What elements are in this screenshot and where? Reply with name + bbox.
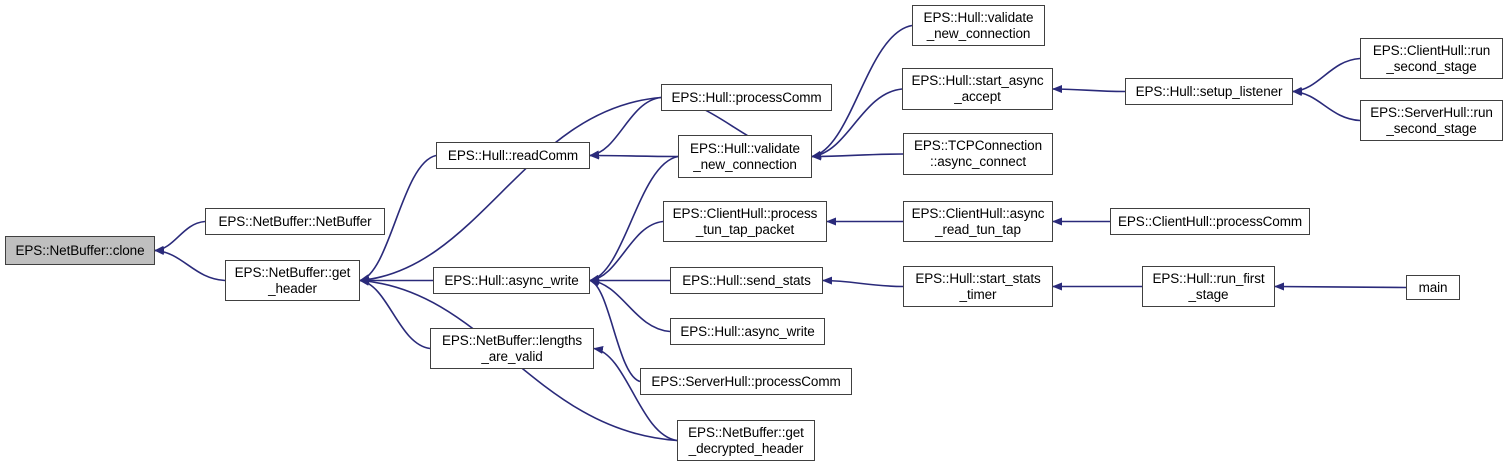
graph-node-validate_mid[interactable]: EPS::Hull::validate _new_connection [678, 135, 812, 178]
graph-node-send_stats[interactable]: EPS::Hull::send_stats [670, 267, 823, 294]
edge-processcomm-to-readcomm [589, 96, 662, 159]
edge-hull_async_write2-to-hull_async_write [589, 277, 671, 333]
graph-node-process_tun_tap[interactable]: EPS::ClientHull::process _tun_tap_packet [663, 201, 827, 242]
graph-node-setup_listener[interactable]: EPS::Hull::setup_listener [1125, 78, 1293, 105]
edge-start_stats_timer-to-send_stats [822, 276, 904, 288]
graph-node-start_async_accept[interactable]: EPS::Hull::start_async _accept [902, 68, 1053, 110]
graph-node-server_run_second[interactable]: EPS::ServerHull::run _second_stage [1360, 100, 1503, 141]
edge-client_run_second-to-setup_listener [1292, 57, 1361, 95]
graph-node-processcomm[interactable]: EPS::Hull::processComm [661, 84, 832, 111]
graph-node-get_decrypted_header[interactable]: EPS::NetBuffer::get _decrypted_header [677, 420, 815, 461]
graph-node-run_first_stage[interactable]: EPS::Hull::run_first _stage [1142, 266, 1275, 307]
graph-node-get_header[interactable]: EPS::NetBuffer::get _header [225, 260, 360, 301]
graph-node-start_stats_timer[interactable]: EPS::Hull::start_stats _timer [903, 266, 1053, 307]
edge-processcomm-to-get_header [359, 96, 662, 284]
edge-main-to-run_first_stage [1274, 282, 1407, 291]
graph-node-client_run_second[interactable]: EPS::ClientHull::run _second_stage [1360, 38, 1503, 79]
edge-process_tun_tap-to-hull_async_write [589, 220, 664, 284]
graph-node-hull_async_write[interactable]: EPS::Hull::async_write [433, 267, 590, 294]
edge-validate_mid-to-readcomm [589, 151, 679, 160]
graph-node-netbuffer_ctor[interactable]: EPS::NetBuffer::NetBuffer [205, 208, 385, 235]
graph-node-hull_async_write2[interactable]: EPS::Hull::async_write [670, 318, 825, 345]
edge-netbuffer_ctor-to-clone [154, 220, 206, 254]
graph-node-client_processcomm[interactable]: EPS::ClientHull::processComm [1110, 208, 1310, 235]
edge-lengths_are_valid-to-get_header [359, 277, 431, 350]
graph-node-readcomm[interactable]: EPS::Hull::readComm [436, 142, 590, 169]
edge-server_processcomm-to-hull_async_write [589, 279, 641, 383]
graph-node-main[interactable]: main [1406, 275, 1460, 300]
graph-node-lengths_are_valid[interactable]: EPS::NetBuffer::lengths _are_valid [430, 328, 594, 369]
graph-node-server_processcomm[interactable]: EPS::ServerHull::processComm [640, 368, 852, 395]
edge-tcp_async_connect-to-validate_mid [811, 152, 904, 161]
graph-node-tcp_async_connect[interactable]: EPS::TCPConnection ::async_connect [903, 133, 1053, 175]
edge-setup_listener-to-start_async_accept [1052, 85, 1126, 94]
edge-server_run_second-to-setup_listener [1292, 88, 1361, 122]
graph-node-validate_top[interactable]: EPS::Hull::validate _new_connection [912, 5, 1045, 46]
edge-get_header-to-clone [154, 247, 226, 282]
graph-node-async_read_tun_tap[interactable]: EPS::ClientHull::async _read_tun_tap [903, 201, 1053, 242]
graph-node-clone[interactable]: EPS::NetBuffer::clone [5, 236, 155, 265]
